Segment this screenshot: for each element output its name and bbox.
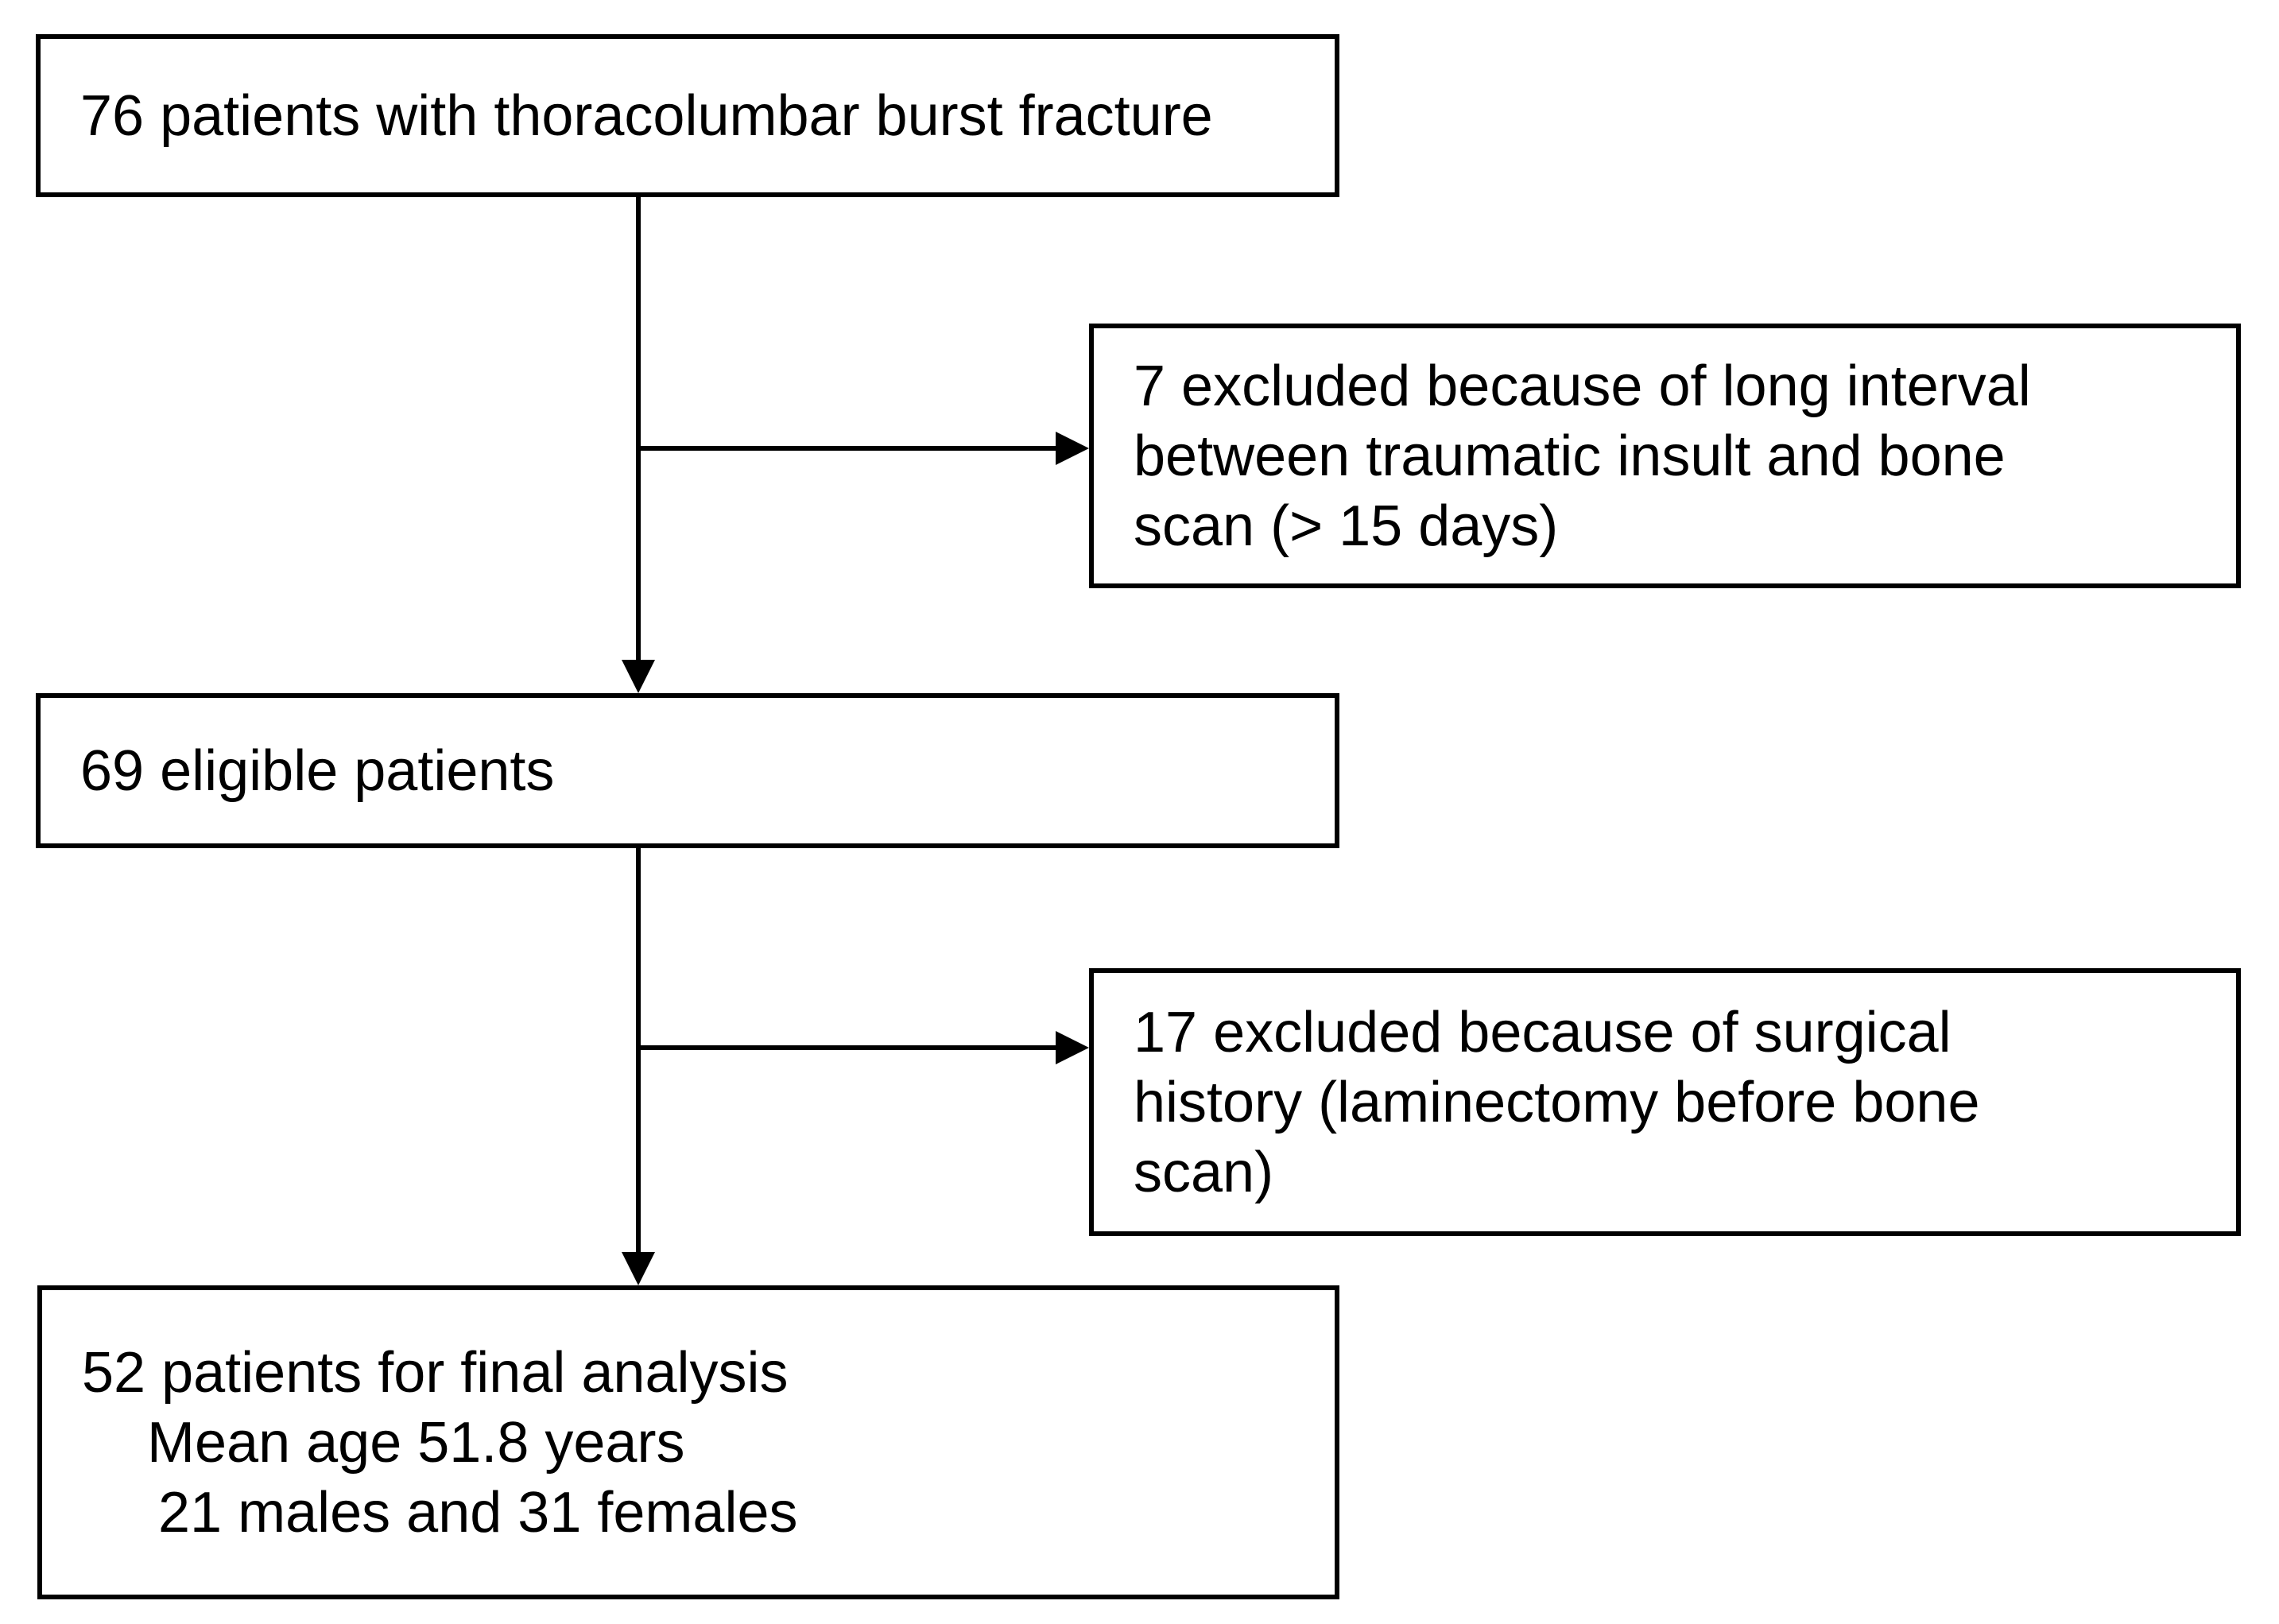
arrowhead-down-icon (622, 660, 655, 693)
arrowhead-right-icon (1056, 432, 1089, 465)
flow-node-enrolled: 76 patients with thoracolumbar burst fra… (36, 34, 1339, 197)
flow-node-final-analysis: 52 patients for final analysis Mean age … (37, 1285, 1339, 1599)
flow-node-eligible: 69 eligible patients (36, 693, 1339, 848)
node-text-line: scan) (1134, 1140, 1274, 1204)
node-text-line: Mean age 51.8 years (147, 1410, 685, 1475)
flow-node-excluded-surgical: 17 excluded because of surgical history … (1089, 968, 2241, 1236)
connector-enrolled-to-eligible (636, 197, 641, 662)
node-text-line: 76 patients with thoracolumbar burst fra… (80, 83, 1213, 148)
node-text-line: between traumatic insult and bone (1134, 424, 2006, 488)
connector-eligible-to-final (636, 848, 641, 1254)
node-text-line: scan (> 15 days) (1134, 494, 1559, 558)
connector-branch-to-excluded-interval (638, 446, 1057, 451)
node-text-line: 52 patients for final analysis (82, 1340, 789, 1405)
node-text-line: 21 males and 31 females (158, 1480, 798, 1545)
arrowhead-right-icon (1056, 1031, 1089, 1064)
node-text-line: 7 excluded because of long interval (1134, 354, 2031, 418)
arrowhead-down-icon (622, 1252, 655, 1285)
node-text-line: history (laminectomy before bone (1134, 1070, 1980, 1134)
connector-branch-to-excluded-surgical (638, 1045, 1057, 1050)
node-text-line: 17 excluded because of surgical (1134, 1000, 1951, 1064)
node-text-line: 69 eligible patients (80, 738, 555, 803)
flow-node-excluded-interval: 7 excluded because of long interval betw… (1089, 324, 2241, 588)
